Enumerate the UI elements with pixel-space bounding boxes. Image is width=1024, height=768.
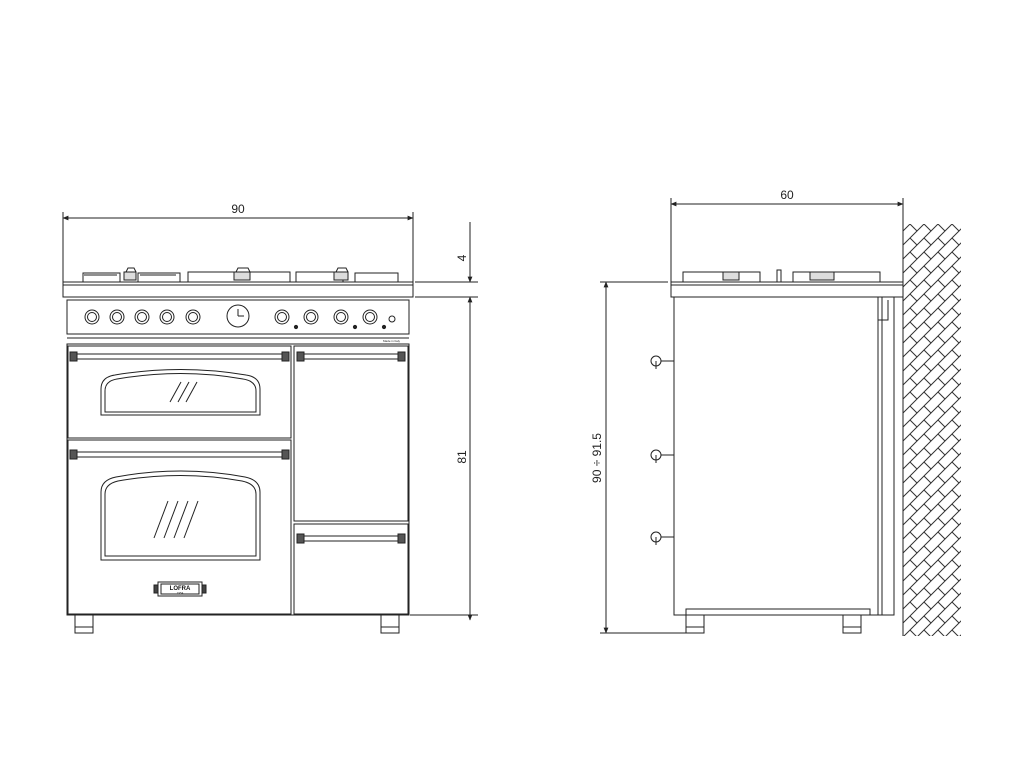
body-height-label: 81 <box>455 450 469 464</box>
front-foot-left <box>74 614 94 634</box>
side-knobs <box>650 355 674 545</box>
side-foot-back <box>842 614 862 634</box>
indicator-light <box>381 324 387 330</box>
storage-drawer <box>293 523 409 615</box>
made-in-italy-badge: Made in Italy <box>383 339 401 343</box>
brand-subtext: 1954 <box>177 591 184 595</box>
side-body <box>673 296 879 616</box>
lower-oven-window <box>100 470 261 561</box>
front-view: 90 4 81 <box>62 202 478 634</box>
lower-oven: LOFRA 1954 <box>67 439 292 615</box>
timer-clock <box>226 304 250 328</box>
side-burner-grates <box>682 269 881 282</box>
total-height-label: 90 ÷ 91.5 <box>590 433 604 483</box>
right-oven <box>293 345 409 522</box>
indicator-light <box>352 324 358 330</box>
indicator-light <box>293 324 299 330</box>
side-foot-front <box>685 614 705 634</box>
control-panel <box>66 299 410 335</box>
top-thickness-label: 4 <box>455 254 469 261</box>
brand-logo: LOFRA <box>170 586 191 592</box>
brand-plate: LOFRA 1954 <box>153 581 207 597</box>
wall-hatch <box>902 224 961 636</box>
top-thickness-dimension: 4 81 <box>410 222 478 621</box>
knobs <box>84 309 396 325</box>
hob-top <box>62 281 414 298</box>
side-hob-top <box>670 281 904 298</box>
total-height-dimension: 90 ÷ 91.5 <box>590 281 686 634</box>
width-dimension: 90 <box>62 202 414 282</box>
side-view: 60 90 ÷ 91.5 <box>590 188 961 636</box>
upper-oven-window <box>100 369 261 416</box>
front-burner-grates <box>82 267 399 282</box>
depth-label: 60 <box>780 188 794 202</box>
width-label: 90 <box>231 202 245 216</box>
upper-oven <box>67 345 292 439</box>
front-body <box>66 343 410 616</box>
depth-dimension: 60 <box>670 188 904 290</box>
front-foot-right <box>380 614 400 634</box>
